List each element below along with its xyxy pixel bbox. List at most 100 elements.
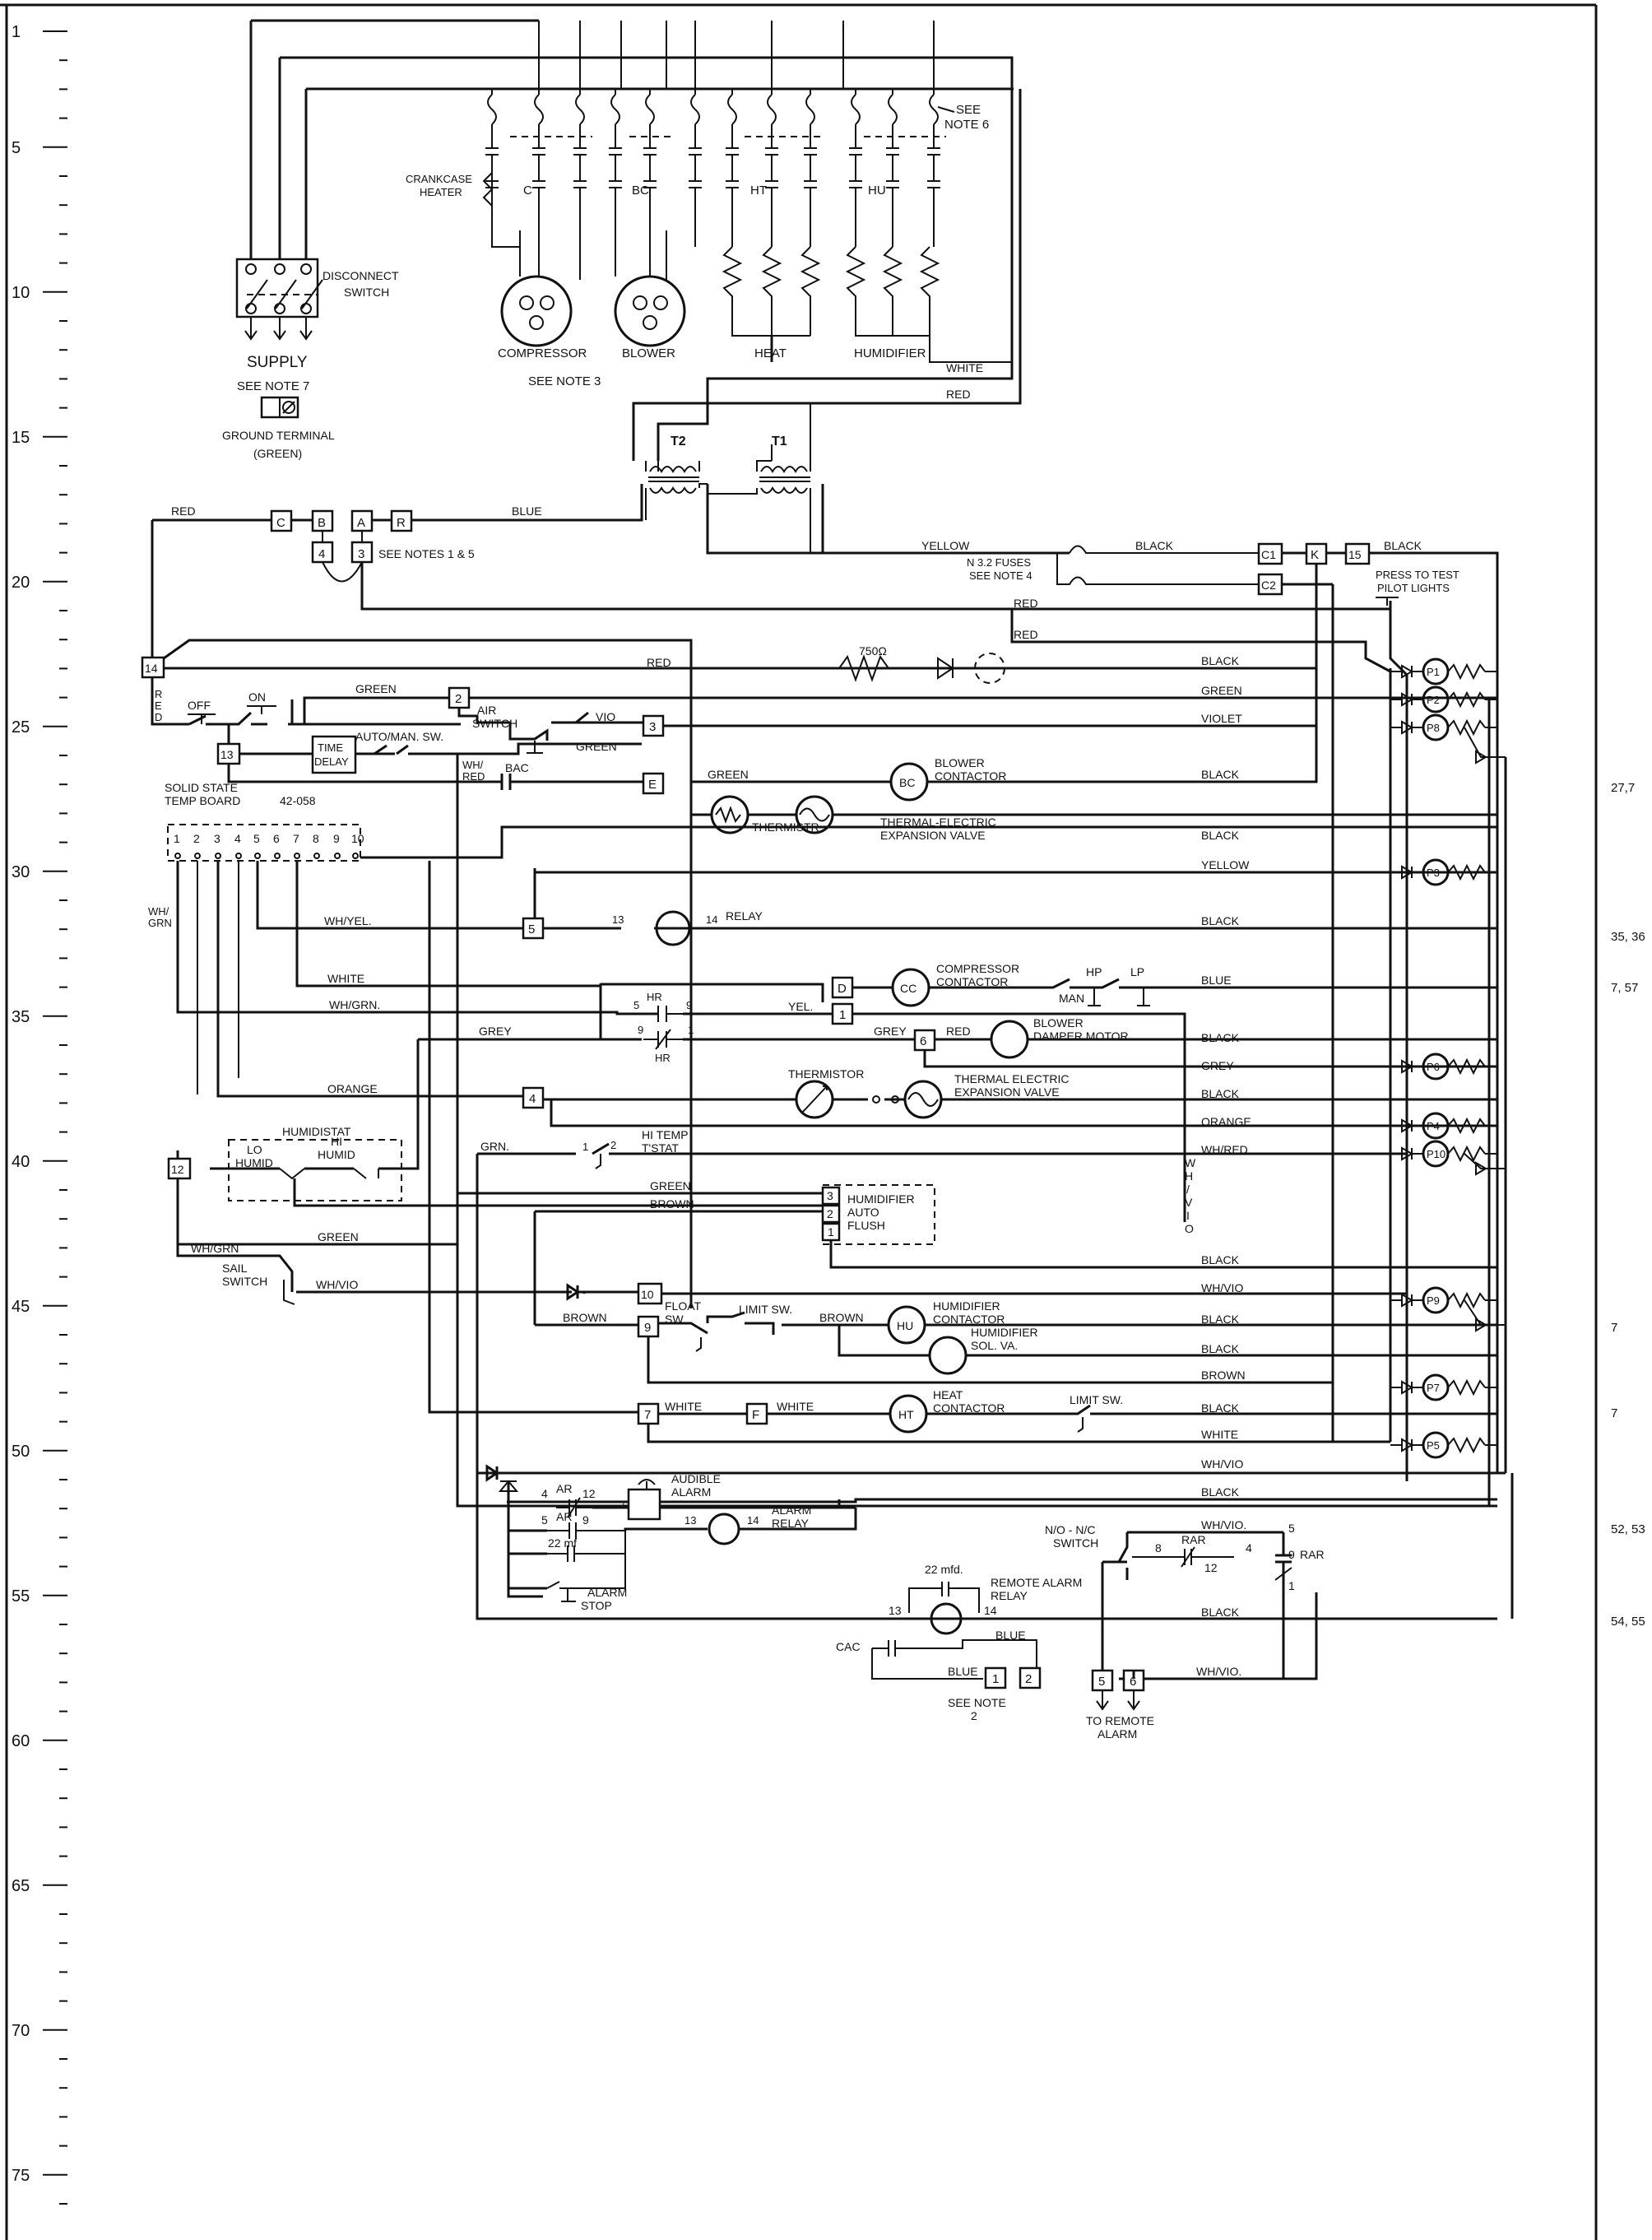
see-note-3: SEE NOTE 3 [528,374,601,388]
pilot-resistor [1447,718,1486,737]
svg-text:A: A [357,516,365,530]
terminal-c2 [1257,573,1283,596]
svg-text:13: 13 [889,1604,902,1617]
capacitor-22mfd-label: 22 mfd. [925,1563,963,1576]
svg-text:7: 7 [644,1408,651,1422]
svg-text:1: 1 [582,1141,588,1153]
brown-46b-label: BROWN [819,1311,864,1324]
black-36-label: BLACK [1201,1031,1240,1044]
green-43-label: GREEN [318,1230,359,1243]
brown-42-label: BROWN [650,1197,694,1211]
svg-text:3: 3 [827,1189,833,1202]
svg-text:F: F [752,1408,759,1422]
svg-text:5: 5 [1098,1675,1105,1689]
temp-board-pin-label: 8 [313,832,319,845]
transformer-coil [760,466,808,473]
svg-text:9: 9 [638,1024,643,1036]
pilot-light-label: P1 [1427,666,1440,678]
black-47-label: BLACK [1201,1342,1240,1355]
svg-text:C: C [276,516,285,530]
ruler-label: 75 [12,2167,30,2185]
svg-text:5: 5 [541,1513,548,1527]
blower-motor [614,275,686,347]
violet-wire-label: VIOLET [1201,712,1242,725]
humidistat-box [228,1139,402,1201]
mid-section: BLACK YELLOW WH/GRN WH/YEL. 5 13 14 RELA… [148,829,1506,1475]
temp-board-pin [194,853,201,859]
fuse-symbol [767,94,777,125]
red-wire-label-a: RED [1014,597,1038,610]
fuse-symbol [851,94,861,125]
grn-label: GRN. [480,1140,509,1153]
svg-text:1: 1 [828,1225,834,1239]
svg-text:3: 3 [358,547,364,561]
yellow-30-label: YELLOW [1201,858,1250,871]
svg-text:9: 9 [644,1321,651,1335]
svg-text:C2: C2 [1261,579,1276,592]
fuse-symbol [888,94,898,125]
control-row-18: RED C B A R BLUE 4 3 SEE NOTES 1 & 5 YEL… [151,484,1499,1473]
grey-label: GREY [479,1025,512,1038]
transformer-t1-label: T1 [772,435,787,448]
svg-text:1: 1 [688,1024,694,1036]
humidifier-solenoid-valve [928,1336,968,1375]
ref-label: 54, 55 [1611,1615,1645,1629]
svg-text:K: K [1311,548,1319,562]
fuse-symbol [805,94,815,125]
temp-board-pin [334,853,341,859]
pilot-light-label: P2 [1427,694,1440,706]
black-wire-label: BLACK [1135,539,1174,552]
yel-label: YEL. [788,1000,813,1013]
pilot-resistor [1447,662,1486,681]
pilot-resistor [1447,690,1486,709]
relay-label: RELAY [726,909,763,922]
svg-text:12: 12 [171,1163,184,1176]
ref-label: 52, 53 [1611,1522,1645,1536]
svg-text:12: 12 [582,1487,596,1500]
temp-board-pin-label: 3 [214,832,220,845]
orange-label: ORANGE [327,1082,378,1095]
ruler-label: 1 [12,23,21,41]
terminal-12 [167,1157,192,1180]
ruler-label: 50 [12,1443,30,1461]
terminal-2 [448,686,471,709]
svg-text:C1: C1 [1261,548,1276,561]
pilot-resistor [1447,1378,1486,1397]
yellow-wire-label: YELLOW [921,539,970,552]
svg-text:12: 12 [1204,1561,1218,1574]
tev-heater-2 [903,1080,943,1119]
transformer-coil [649,486,697,494]
bac-label: BAC [505,761,529,774]
temp-board-pin [313,853,320,859]
contactor-c-label: C [523,184,532,198]
wh-vio-label: WH/VIO. [1201,1518,1246,1531]
svg-text:RAR: RAR [1300,1548,1325,1561]
pilot-light-label: P7 [1427,1382,1440,1394]
svg-text:13: 13 [220,748,234,761]
transformer-coil [649,466,697,473]
ruler-label: 30 [12,863,30,881]
see-notes-1-5: SEE NOTES 1 & 5 [378,547,475,560]
temp-board-pin [174,853,181,859]
wh-grn-label: WH/GRN. [329,998,380,1011]
ruler-label: 5 [12,139,21,157]
ruler-label: 70 [12,2022,30,2040]
svg-text:8: 8 [1155,1541,1162,1555]
ref-label: 27,7 [1611,781,1635,795]
brown-46-label: BROWN [563,1311,607,1324]
red-wire-label-b: RED [1014,628,1038,641]
alarm-black-label: BLACK [1201,1485,1240,1499]
svg-text:14: 14 [145,662,158,675]
blue-2-label: BLUE [948,1665,978,1678]
svg-text:2: 2 [610,1139,616,1151]
